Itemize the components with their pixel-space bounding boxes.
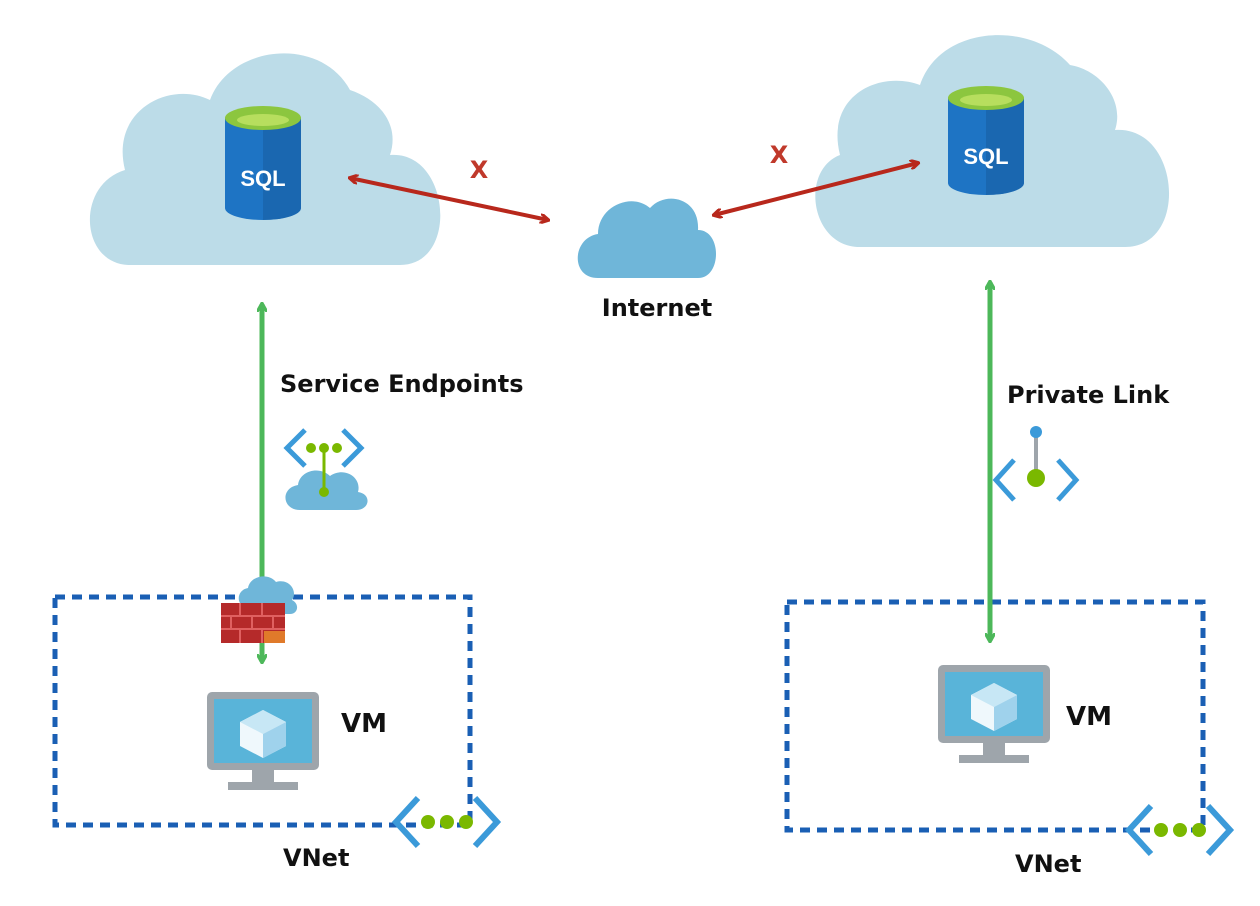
internet-label: Internet	[602, 294, 712, 322]
sql-label: SQL	[963, 144, 1008, 169]
sql-database-icon: SQL	[225, 106, 301, 220]
vnet-label: VNet	[1015, 850, 1081, 878]
left-sql-cloud: SQL	[89, 53, 441, 265]
private-link-icon	[992, 426, 1080, 502]
blocked-mark: X	[470, 156, 489, 184]
blocked-arrow	[350, 178, 548, 220]
private-link-label: Private Link	[1007, 381, 1170, 409]
service-endpoints-label: Service Endpoints	[280, 370, 524, 398]
vm-label: VM	[1066, 702, 1112, 732]
left-vm: VM	[207, 692, 387, 790]
right-blocked-connection: X	[714, 141, 918, 215]
vnet-icon	[1124, 803, 1235, 857]
left-blocked-connection: X	[350, 156, 548, 220]
blocked-arrow	[714, 163, 918, 215]
vnet-icon	[391, 795, 502, 849]
virtual-machine-icon	[938, 665, 1050, 763]
right-sql-cloud: SQL	[815, 35, 1170, 247]
blocked-mark: X	[770, 141, 789, 169]
vnet-label: VNet	[283, 844, 349, 872]
internet-cloud-icon	[577, 198, 716, 278]
firewall-icon	[221, 576, 298, 643]
vm-label: VM	[341, 709, 387, 739]
internet-node: Internet	[577, 198, 716, 322]
sql-database-icon: SQL	[948, 86, 1024, 195]
service-endpoint-icon	[283, 428, 368, 510]
sql-label: SQL	[240, 166, 285, 191]
right-vnet-boundary	[784, 599, 1206, 833]
virtual-machine-icon	[207, 692, 319, 790]
right-vm: VM	[938, 665, 1112, 763]
